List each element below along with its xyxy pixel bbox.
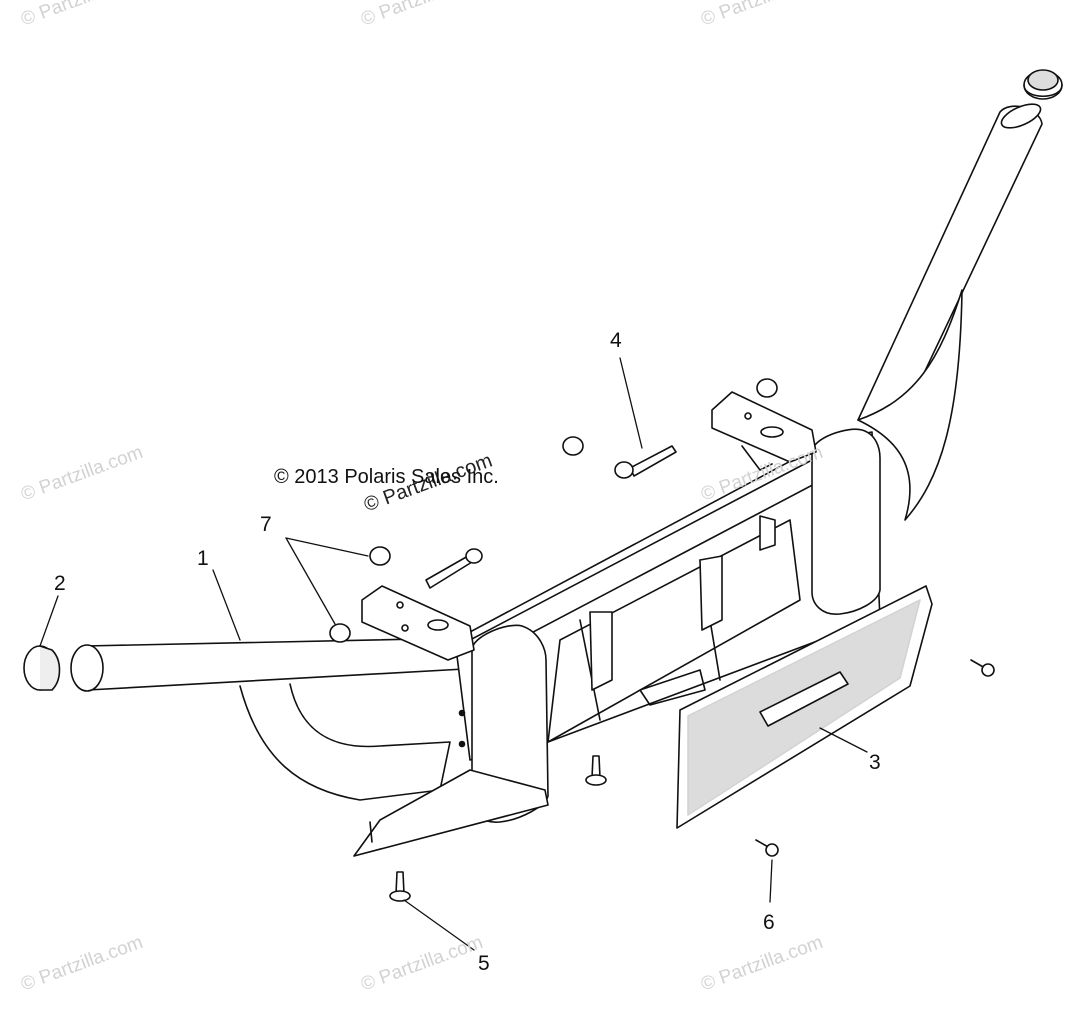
bumper-body xyxy=(454,431,881,761)
end-block-right xyxy=(811,428,881,615)
screw-right xyxy=(970,659,995,677)
callout-3: 3 xyxy=(869,751,881,774)
end-cap-left xyxy=(23,645,61,691)
callout-4: 4 xyxy=(610,329,622,352)
right-tube xyxy=(857,103,1043,521)
bolt-upper xyxy=(614,445,677,479)
callout-1: 1 xyxy=(197,547,209,570)
screw-center xyxy=(585,755,607,786)
grille-plate xyxy=(676,585,933,829)
callout-2: 2 xyxy=(54,572,66,595)
nut-b xyxy=(756,378,778,398)
bracket-right xyxy=(711,391,817,551)
left-tube xyxy=(70,637,486,801)
screw-5 xyxy=(389,871,411,902)
bolt-lower xyxy=(425,548,483,589)
callout-6: 6 xyxy=(763,911,775,934)
callout-5: 5 xyxy=(478,952,490,975)
nut-c xyxy=(369,546,391,566)
bracket-left xyxy=(361,585,475,661)
nut-a xyxy=(562,436,584,456)
screw-6 xyxy=(755,839,779,857)
copyright-notice: © 2013 Polaris Sales Inc. xyxy=(274,466,499,488)
callout-7: 7 xyxy=(260,513,272,536)
skid-plate xyxy=(353,769,549,857)
leader-lines xyxy=(39,357,868,951)
end-cap-right xyxy=(1023,69,1063,100)
nut-d xyxy=(329,623,351,643)
